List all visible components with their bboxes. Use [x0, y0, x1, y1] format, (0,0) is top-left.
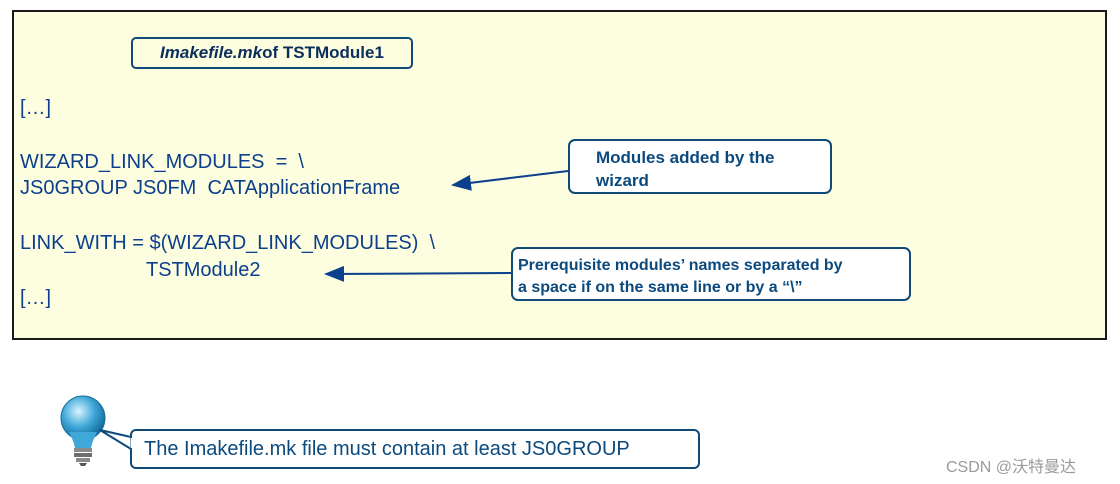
code-link-line-1: LINK_WITH = $(WIZARD_LINK_MODULES) \ [20, 232, 436, 254]
code-ellipsis-top: […] [20, 97, 52, 119]
file-title-rest: of TSTModule1 [262, 43, 384, 62]
callout-modules-added: Modules added by the wizard [568, 139, 832, 194]
arrow-prerequisite [324, 265, 512, 282]
file-title-box: Imakefile.mk of TSTModule1 [131, 37, 413, 69]
code-wizard-line-1: WIZARD_LINK_MODULES = \ [20, 151, 304, 173]
tip-box: The Imakefile.mk file must contain at le… [130, 429, 700, 469]
callout-modules-added-line-1: Modules added by the [596, 148, 775, 167]
callout-prerequisite: Prerequisite modules’ names separated by… [511, 247, 911, 301]
code-wizard-line-2: JS0GROUP JS0FM CATApplicationFrame [20, 177, 401, 199]
callout-prerequisite-line-2: a space if on the same line or by a “\” [518, 279, 803, 296]
watermark: CSDN @沃特曼达 [946, 459, 1077, 476]
arrow-modules-added [451, 170, 569, 191]
callout-modules-added-line-2: wizard [596, 171, 649, 190]
tip-text: The Imakefile.mk file must contain at le… [144, 437, 630, 460]
code-ellipsis-bottom: […] [20, 287, 52, 309]
callout-prerequisite-line-1: Prerequisite modules’ names separated by [518, 257, 843, 274]
code-link-line-2: TSTModule2 [146, 259, 261, 281]
file-title-filename: Imakefile.mk [160, 43, 263, 62]
lightbulb-icon [60, 395, 132, 466]
